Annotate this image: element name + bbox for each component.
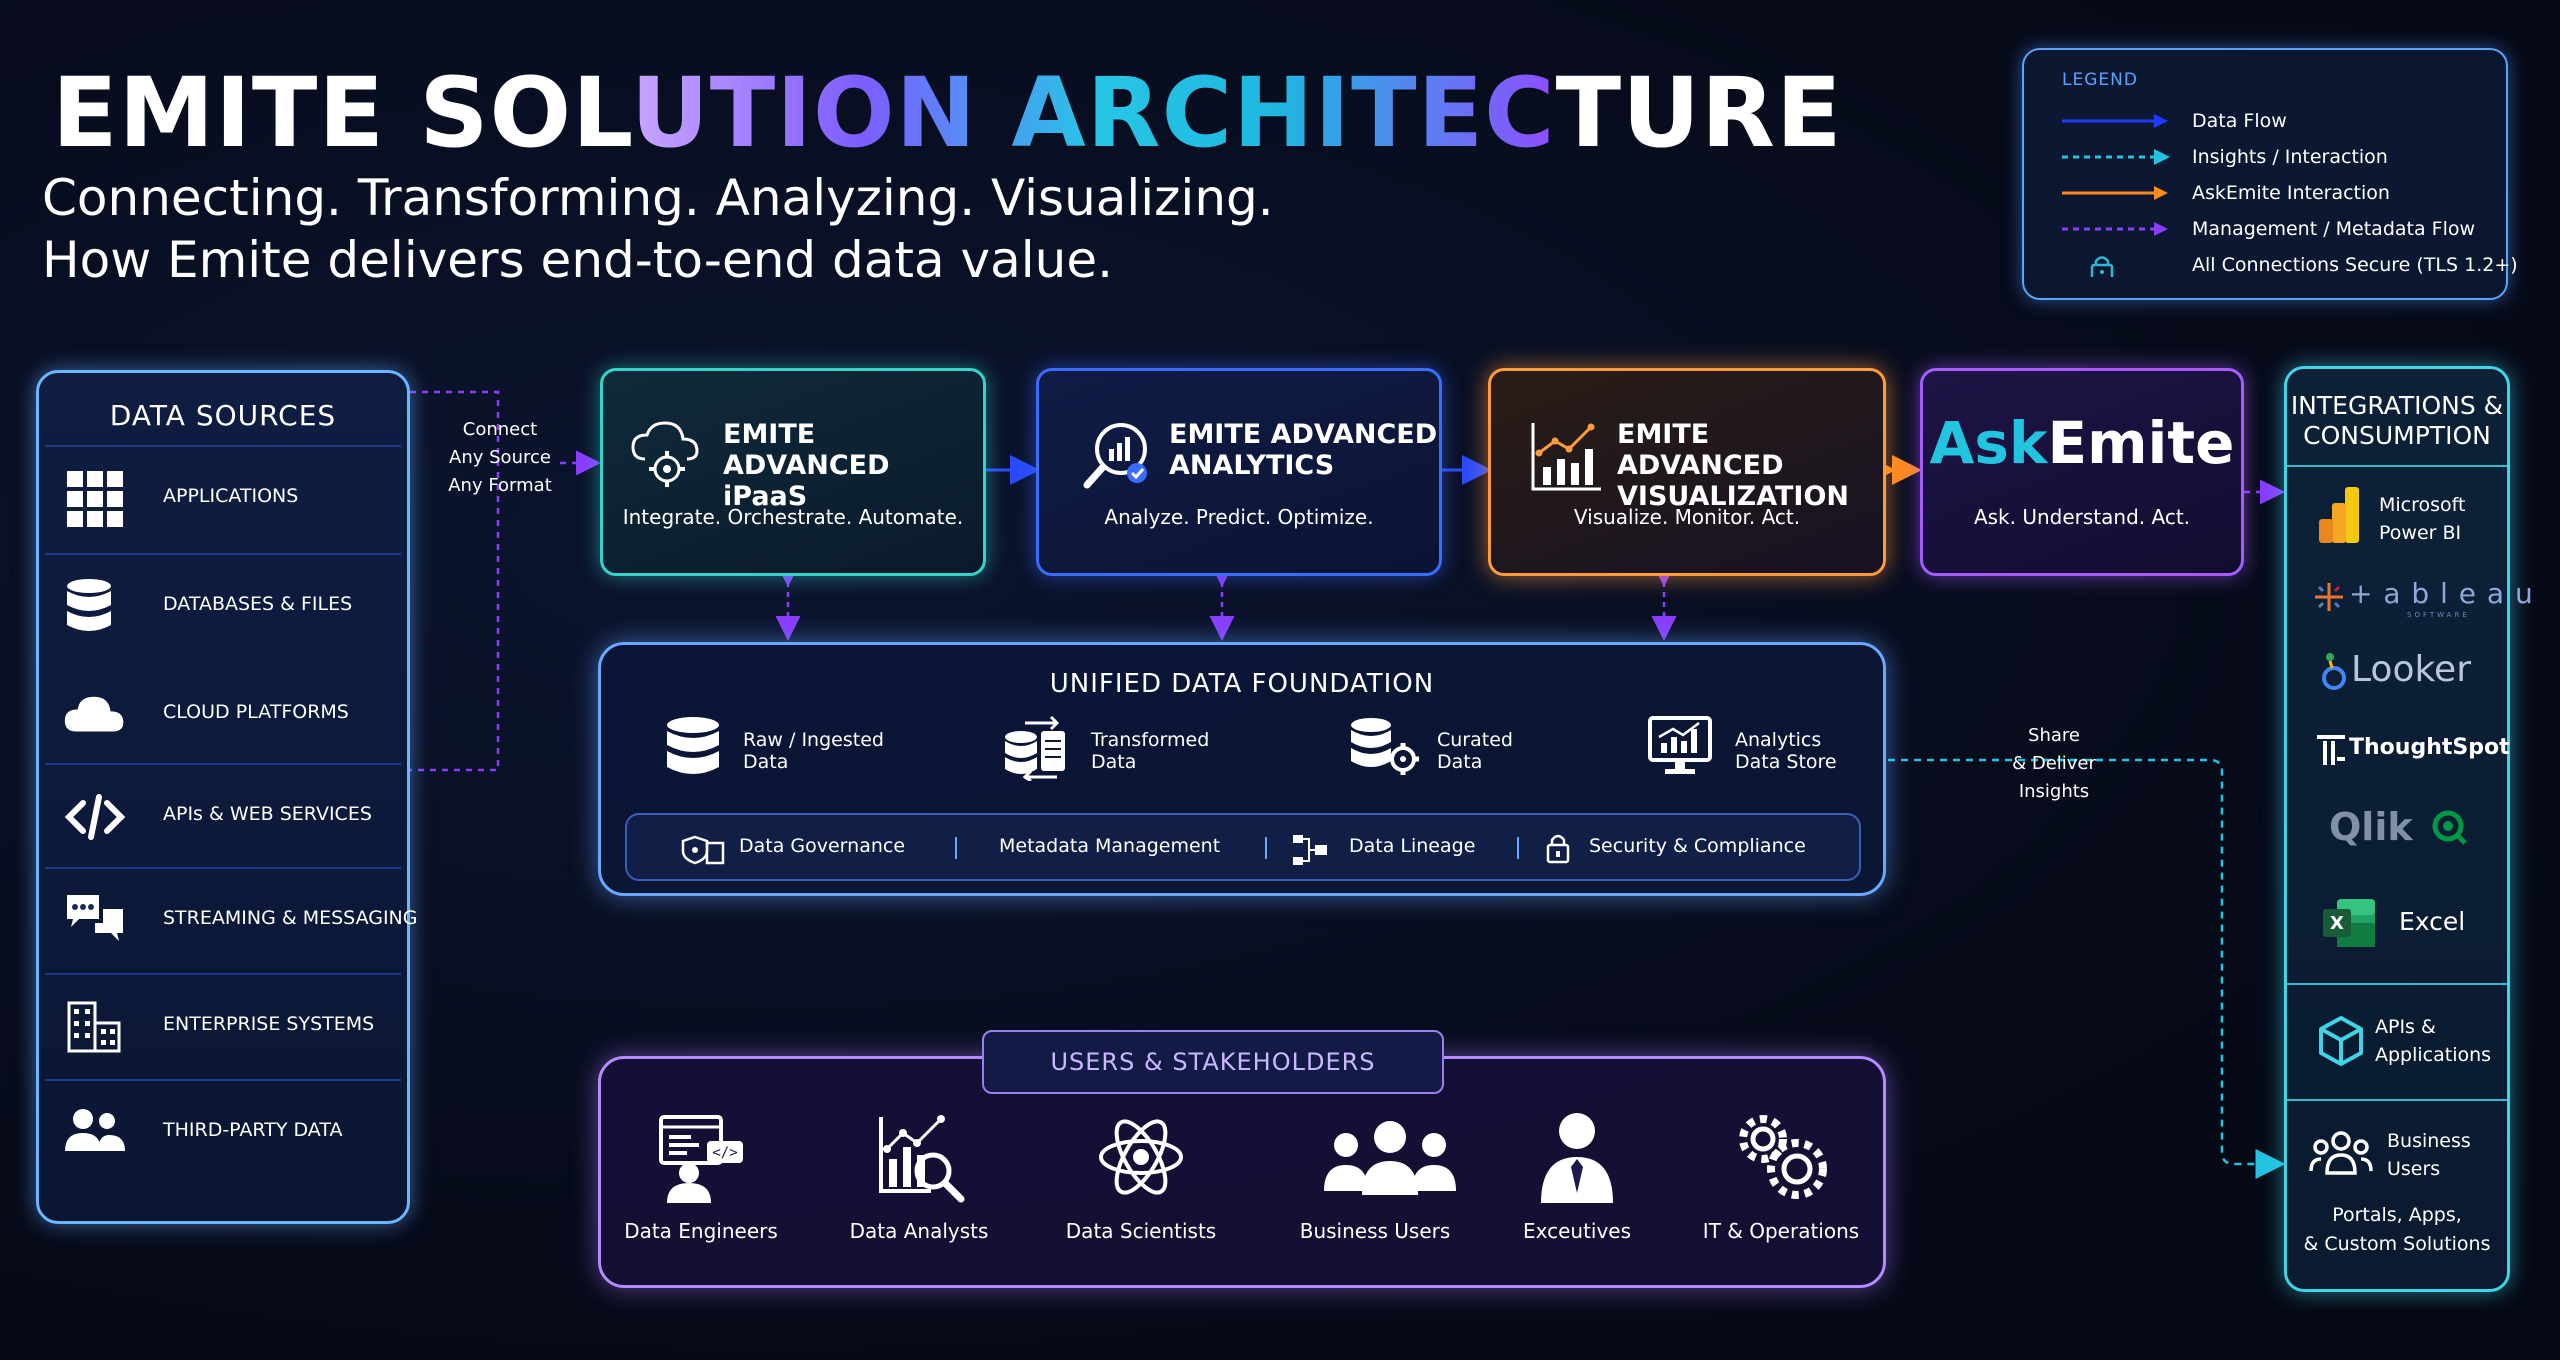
- shield-icon: [681, 835, 725, 865]
- user-executives[interactable]: Exceutives: [1477, 1109, 1677, 1243]
- visualization-tagline: Visualize. Monitor. Act.: [1573, 505, 1801, 529]
- database-gear-icon: [1351, 718, 1419, 775]
- lock-icon: [2090, 256, 2114, 277]
- share-insights-arrow: [1888, 758, 2286, 1179]
- users-panel: </> Data Engineers Data Analysts Data Sc…: [598, 1056, 1886, 1288]
- cloud-icon: [64, 696, 124, 732]
- atom-icon: [1099, 1119, 1183, 1195]
- integrations-title: INTEGRATIONS &CONSUMPTION: [2290, 391, 2504, 450]
- analytics-tagline: Analyze. Predict. Optimize.: [1104, 505, 1374, 529]
- governance-lineage[interactable]: Data Lineage: [1349, 835, 1476, 857]
- lineage-icon: [1293, 835, 1327, 865]
- thoughtspot-logo-icon: [2317, 735, 2345, 765]
- integration-tableau[interactable]: + a b l e a u SOFTWARE: [2287, 573, 2533, 623]
- users-title: USERS & STAKEHOLDERS: [982, 1030, 1444, 1094]
- legend-title: LEGEND: [2062, 70, 2138, 90]
- legend-item-management: Management / Metadata Flow: [2062, 214, 2502, 244]
- governance-data-governance[interactable]: Data Governance: [739, 835, 906, 857]
- group-icon: [1324, 1121, 1456, 1195]
- legend-item-data-flow: Data Flow: [2062, 106, 2502, 136]
- powerbi-logo-icon: [2319, 487, 2359, 543]
- ipaas-tagline: Integrate. Orchestrate. Automate.: [622, 505, 964, 529]
- tableau-logo-icon: [2315, 583, 2343, 611]
- source-databases[interactable]: DATABASES & FILES: [45, 553, 401, 653]
- database-icon: [67, 579, 111, 631]
- legend-item-insights: Insights / Interaction: [2062, 142, 2502, 172]
- askemite-tagline: Ask. Understand. Act.: [1973, 505, 2191, 529]
- integration-excel[interactable]: X Excel: [2287, 895, 2507, 955]
- code-icon: [64, 794, 126, 840]
- svg-text:</>: </>: [712, 1145, 737, 1161]
- chat-icon: [67, 895, 123, 941]
- source-connector: [410, 390, 500, 772]
- askemite-logo: AskEmite: [1929, 409, 2235, 477]
- qlik-logo-icon: [2432, 810, 2467, 845]
- source-cloud[interactable]: CLOUD PLATFORMS: [45, 661, 401, 761]
- integration-qlik[interactable]: Qlik: [2287, 805, 2507, 851]
- foundation-title: UNIFIED DATA FOUNDATION: [1049, 669, 1435, 699]
- source-third-party[interactable]: THIRD-PARTY DATA: [45, 1079, 401, 1179]
- looker-logo-icon: [2322, 653, 2346, 690]
- source-streaming[interactable]: STREAMING & MESSAGING: [45, 867, 418, 967]
- data-sources-title: DATA SOURCES: [109, 399, 337, 432]
- user-business-users[interactable]: Business Users: [1275, 1109, 1475, 1243]
- team-icon: [2309, 1131, 2373, 1175]
- governance-bar: Data Governance Metadata Management Data…: [625, 813, 1861, 881]
- subtitle-line-1: Connecting. Transforming. Analyzing. Vis…: [42, 169, 1274, 227]
- askemite-card[interactable]: AskEmite Ask. Understand. Act.: [1920, 368, 2244, 576]
- analyst-chart-icon: [879, 1115, 965, 1203]
- data-sources-panel: DATA SOURCES APPLICATIONS DATABASES & FI…: [36, 370, 418, 1224]
- executive-icon: [1541, 1113, 1613, 1203]
- lock-icon: [1546, 834, 1570, 864]
- chart-trend-icon: [1531, 423, 1601, 491]
- source-applications[interactable]: APPLICATIONS: [45, 445, 401, 545]
- source-enterprise[interactable]: ENTERPRISE SYSTEMS: [45, 973, 401, 1073]
- source-apis[interactable]: APIs & WEB SERVICES: [45, 763, 401, 863]
- cube-icon: [2319, 1016, 2363, 1066]
- cloud-gear-icon: [631, 421, 699, 487]
- governance-security[interactable]: Security & Compliance: [1589, 835, 1806, 857]
- excel-logo-icon: X: [2323, 899, 2375, 947]
- svg-text:X: X: [2330, 913, 2344, 934]
- integration-apis[interactable]: APIs &Applications: [2287, 1009, 2507, 1073]
- legend-item-secure: All Connections Secure (TLS 1.2+): [2062, 250, 2518, 280]
- grid-icon: [67, 471, 123, 527]
- engineer-icon: </>: [659, 1115, 743, 1203]
- user-data-engineers[interactable]: </> Data Engineers: [601, 1109, 801, 1243]
- monitor-chart-icon: [1648, 716, 1712, 774]
- users-icon: [65, 1109, 125, 1151]
- integration-looker[interactable]: Looker: [2287, 647, 2507, 697]
- user-it-operations[interactable]: IT & Operations: [1681, 1109, 1881, 1243]
- building-icon: [67, 1001, 121, 1053]
- integration-thoughtspot[interactable]: ThoughtSpot: [2287, 731, 2510, 771]
- legend-item-askemite: AskEmite Interaction: [2062, 178, 2502, 208]
- gears-icon: [1739, 1115, 1827, 1199]
- transform-icon: [1005, 715, 1065, 783]
- legend: LEGEND Data Flow Insights / Interaction …: [2022, 48, 2518, 300]
- subtitle-line-2: How Emite delivers end-to-end data value…: [42, 231, 1114, 289]
- page-title: EMITE SOLUTION ARCHITECTURE: [52, 57, 1843, 169]
- database-icon: [667, 717, 719, 774]
- user-data-analysts[interactable]: Data Analysts: [819, 1109, 1019, 1243]
- analytics-magnifier-icon: [1083, 423, 1147, 489]
- user-data-scientists[interactable]: Data Scientists: [1041, 1109, 1241, 1243]
- governance-metadata[interactable]: Metadata Management: [999, 835, 1221, 857]
